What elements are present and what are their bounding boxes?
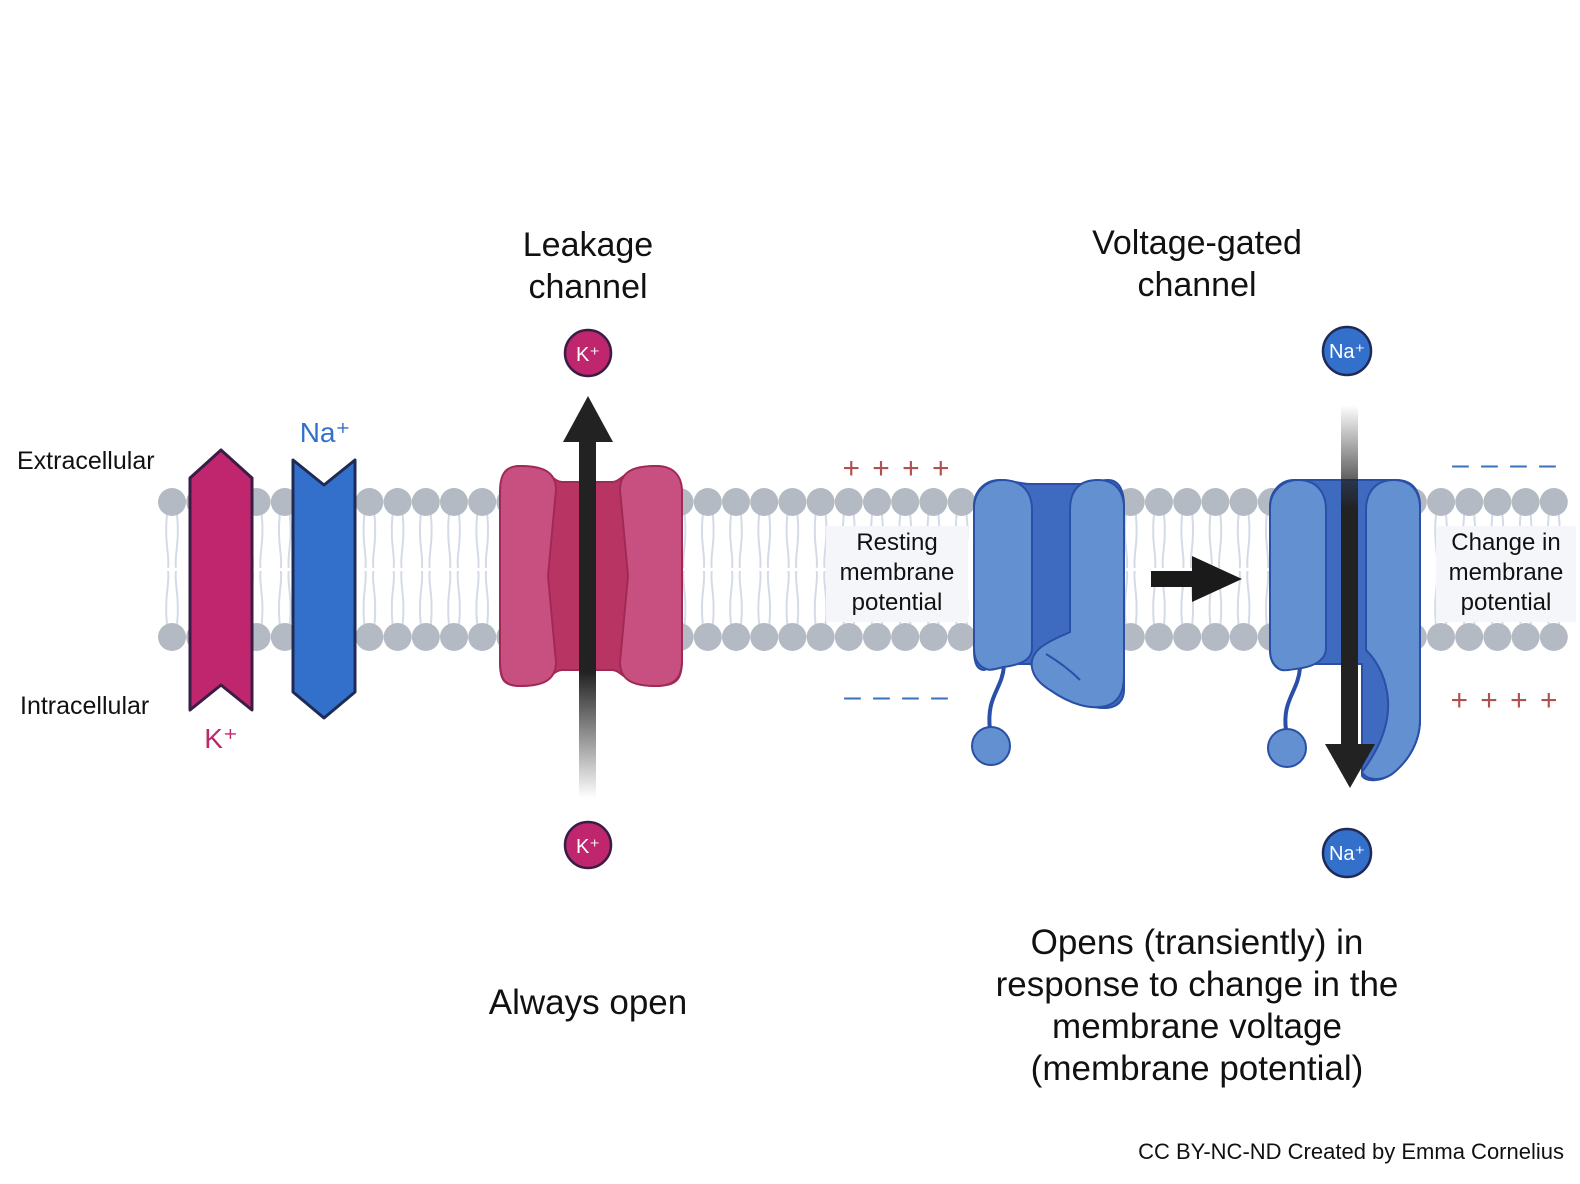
lipid-head bbox=[1483, 488, 1512, 516]
voltage-gated-channel-title: Voltage-gated channel bbox=[1092, 224, 1302, 304]
voltage-gated-caption: Opens (transiently) in response to chang… bbox=[995, 923, 1399, 1088]
lipid-tail bbox=[475, 513, 490, 626]
voltage-gated-channel-closed bbox=[971, 478, 1125, 766]
lipid-tail bbox=[447, 513, 461, 626]
lipid-head bbox=[1201, 488, 1230, 516]
lipid-head bbox=[411, 488, 440, 516]
lipid-head bbox=[158, 488, 186, 516]
lipid-head bbox=[722, 623, 750, 651]
lipid-tail bbox=[1208, 513, 1223, 626]
lipid-tail bbox=[1236, 513, 1251, 626]
lipid-head bbox=[947, 623, 976, 651]
lipid-head bbox=[158, 623, 186, 651]
lipid-head bbox=[468, 623, 497, 651]
lipid-tail bbox=[362, 513, 377, 626]
lipid-tail bbox=[757, 513, 772, 626]
lipid-head bbox=[919, 623, 948, 651]
lipid-head bbox=[1539, 488, 1568, 516]
lipid-head bbox=[778, 488, 807, 516]
lipid-head bbox=[750, 488, 779, 516]
changed-extracellular-charge: – – – – bbox=[1452, 448, 1558, 481]
resting-potential-box: Resting membrane potential bbox=[826, 526, 968, 622]
lipid-head bbox=[1455, 623, 1484, 651]
lipid-head bbox=[693, 623, 722, 651]
lipid-head bbox=[1173, 623, 1202, 651]
lipid-head bbox=[1145, 488, 1173, 516]
lipid-head bbox=[355, 488, 384, 516]
pump-na-label: Na⁺ bbox=[300, 417, 351, 448]
lipid-tail bbox=[165, 513, 179, 626]
lipid-head bbox=[750, 623, 779, 651]
lipid-head bbox=[383, 623, 412, 651]
lipid-head bbox=[1539, 623, 1568, 651]
extracellular-label: Extracellular bbox=[17, 447, 155, 475]
lipid-head bbox=[1201, 623, 1230, 651]
lipid-head bbox=[947, 488, 976, 516]
lipid-head bbox=[411, 623, 440, 651]
potassium-transporter bbox=[188, 448, 254, 712]
lipid-head bbox=[1145, 623, 1173, 651]
k-ion-top: K⁺ bbox=[563, 328, 613, 378]
lipid-head bbox=[440, 488, 468, 516]
change-potential-box: Change in membrane potential bbox=[1436, 526, 1576, 622]
lipid-tail bbox=[390, 513, 405, 626]
lipid-head bbox=[383, 488, 412, 516]
k-ion-bottom-label: K⁺ bbox=[576, 836, 600, 858]
lipid-head bbox=[1173, 488, 1202, 516]
lipid-tail bbox=[729, 513, 743, 626]
lipid-tail bbox=[700, 513, 715, 626]
na-ion-top: Na⁺ bbox=[1321, 325, 1373, 377]
lipid-head bbox=[919, 488, 948, 516]
lipid-head bbox=[1229, 623, 1258, 651]
lipid-head bbox=[1427, 623, 1455, 651]
leakage-channel-title: Leakage channel bbox=[522, 226, 654, 306]
lipid-head bbox=[1483, 623, 1512, 651]
lipid-head bbox=[863, 623, 891, 651]
lipid-head bbox=[722, 488, 750, 516]
pump-k-label: K⁺ bbox=[204, 723, 237, 754]
lipid-head bbox=[1229, 488, 1258, 516]
lipid-head bbox=[806, 623, 835, 651]
na-ion-top-label: Na⁺ bbox=[1329, 341, 1365, 363]
lipid-head bbox=[863, 488, 891, 516]
lipid-head bbox=[440, 623, 468, 651]
lipid-tail bbox=[785, 513, 800, 626]
na-ion-bottom: Na⁺ bbox=[1321, 827, 1373, 879]
resting-extracellular-charge: + + + + bbox=[842, 452, 951, 485]
k-ion-top-label: K⁺ bbox=[576, 344, 600, 366]
lipid-head bbox=[1427, 488, 1455, 516]
lipid-head bbox=[1455, 488, 1484, 516]
lipid-tail bbox=[1180, 513, 1195, 626]
lipid-head bbox=[468, 488, 497, 516]
credit-line: CC BY-NC-ND Created by Emma Cornelius bbox=[1138, 1139, 1564, 1164]
intracellular-label: Intracellular bbox=[20, 692, 150, 720]
sodium-transporter bbox=[291, 458, 357, 720]
lipid-tail bbox=[813, 513, 828, 626]
k-ion-bottom: K⁺ bbox=[563, 820, 613, 870]
lipid-head bbox=[355, 623, 384, 651]
lipid-head bbox=[834, 488, 863, 516]
lipid-tail bbox=[418, 513, 433, 626]
leakage-flow-arrow bbox=[563, 396, 613, 798]
lipid-head bbox=[1511, 488, 1540, 516]
lipid-head bbox=[891, 488, 920, 516]
lipid-tail bbox=[277, 513, 292, 626]
lipid-head bbox=[806, 488, 835, 516]
leakage-caption: Always open bbox=[488, 983, 688, 1022]
sodium-flow-arrow bbox=[1325, 405, 1375, 788]
changed-intracellular-charge: + + + + bbox=[1450, 684, 1559, 717]
transition-arrow bbox=[1151, 556, 1242, 602]
lipid-head bbox=[891, 623, 920, 651]
lipid-head bbox=[1511, 623, 1540, 651]
lipid-head bbox=[693, 488, 722, 516]
lipid-head bbox=[834, 623, 863, 651]
lipid-head bbox=[778, 623, 807, 651]
resting-intracellular-charge: – – – – bbox=[844, 680, 950, 713]
na-ion-bottom-label: Na⁺ bbox=[1329, 843, 1365, 865]
lipid-tail bbox=[1123, 513, 1138, 626]
lipid-tail bbox=[1152, 513, 1166, 626]
